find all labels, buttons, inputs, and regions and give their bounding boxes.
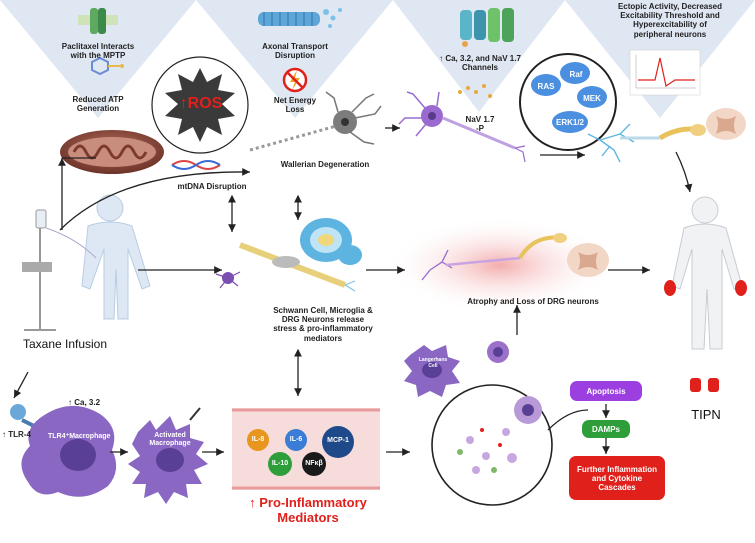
ectopic-line3: Hyperexcitability of xyxy=(633,20,707,30)
panel-1-text-b: Reduced ATP Generation xyxy=(64,95,132,113)
panel-3-text: ↑ Ca, 3.2, and NaV 1.7 Channels xyxy=(425,54,535,72)
pro-inflammatory-label: ↑ Pro-Inflammatory Mediators xyxy=(236,495,380,526)
nav17-line1: NaV 1.7 xyxy=(465,115,495,124)
il10-label: IL-10 xyxy=(271,460,289,467)
mek-node: MEK xyxy=(583,93,601,103)
drg-atrophy-region xyxy=(385,217,615,313)
mptp-label-line2: with the MPTP xyxy=(70,51,126,61)
panel-1-text-a: Paclitaxel Interacts with the MPTP xyxy=(58,42,138,60)
langerhans-cell-icon xyxy=(404,345,460,397)
schwann-cell-icon xyxy=(238,242,356,292)
tlr4-label: ↑ TLR-4 xyxy=(2,430,31,439)
schwann-line3: stress & pro-inflammatory xyxy=(273,324,373,334)
axonal-label-line2: Disruption xyxy=(275,51,315,61)
tipn-label: TIPN xyxy=(691,407,721,422)
iv-stand-icon xyxy=(22,209,97,331)
microtubule-icon xyxy=(258,8,342,28)
nav17-line2: -P xyxy=(476,124,484,134)
spinal-cord-top-icon xyxy=(706,108,746,140)
wallerian-label: Wallerian Degeneration xyxy=(280,160,370,169)
pro-inflam-line1: ↑ Pro-Inflammatory xyxy=(249,495,367,510)
macrophage-label: TLR4⁺Macrophage xyxy=(48,433,111,440)
ion-channel-icon xyxy=(460,8,514,47)
il6-label: IL-6 xyxy=(289,436,303,443)
energy-label-line1: Net Energy xyxy=(273,96,317,105)
atp-label-line2: Generation xyxy=(76,104,120,114)
further-inflammation-box: Further Inflammation and Cytokine Cascad… xyxy=(569,456,665,500)
activated-line2: Macrophage xyxy=(149,440,191,448)
patient-figure xyxy=(81,194,151,320)
tlr4-macrophage-icon xyxy=(21,405,117,497)
energy-label-line2: Loss xyxy=(285,105,305,115)
il8-label: IL-8 xyxy=(251,436,265,443)
langerhans-line1: Langerhans xyxy=(418,357,448,363)
raf-node: Raf xyxy=(569,69,583,79)
satellite-cell-icon xyxy=(300,218,362,265)
activated-macrophage-icon xyxy=(128,407,208,504)
sensory-neuron-icon xyxy=(398,84,526,163)
nav17-label: NaV 1.7 -P xyxy=(455,115,505,133)
schwann-line1: Schwann Cell, Microglia & xyxy=(273,306,373,315)
mptp-icon xyxy=(78,8,118,34)
ca32-label: ↑ Ca, 3.2 xyxy=(68,398,101,407)
no-energy-icon xyxy=(282,67,308,93)
ectopic-line1: Ectopic Activity, Decreased xyxy=(617,2,723,11)
ras-raf-cycle xyxy=(519,53,617,151)
further-line1: Further Inflammation xyxy=(576,464,657,474)
mtdna-label: mtDNA Disruption xyxy=(177,182,247,191)
langerhans-line2: Cell xyxy=(428,362,438,369)
ros-burst-icon xyxy=(151,56,249,154)
further-line2: and Cytokine xyxy=(591,473,643,483)
apoptotic-cell-icon xyxy=(487,341,542,424)
ectopic-line2: Excitability Threshold and xyxy=(620,11,720,21)
atrophy-label: Atrophy and Loss of DRG neurons xyxy=(467,297,599,306)
mitochondrion-icon xyxy=(60,130,164,174)
pro-inflam-line2: Mediators xyxy=(277,509,339,525)
channel-label-line1: ↑ Ca, 3.2, and NaV 1.7 xyxy=(439,54,521,63)
activated-label: Activated Macrophage xyxy=(140,432,200,448)
microglia-icon xyxy=(215,271,241,289)
peripheral-neuron-icon xyxy=(587,123,706,163)
nfkb-label: NFκβ xyxy=(305,460,323,467)
schwann-line4: mediators xyxy=(303,333,343,343)
taxane-label: Taxane Infusion xyxy=(22,337,108,351)
activated-line1: Activated xyxy=(154,432,186,439)
tipn-figure xyxy=(664,196,747,392)
schwann-line2: DRG Neurons release xyxy=(281,315,365,325)
further-line3: Cascades xyxy=(598,482,636,492)
erk-node: ERK1/2 xyxy=(555,117,584,127)
degenerating-neuron-icon xyxy=(249,91,382,152)
blood-vessel xyxy=(232,408,380,490)
mptp-label-line1: Paclitaxel Interacts xyxy=(61,42,135,51)
paclitaxel-molecule-icon xyxy=(91,56,124,76)
dna-icon xyxy=(171,160,221,170)
langerhans-label: Langerhans Cell xyxy=(418,357,448,370)
panel-4-text: Ectopic Activity, Decreased Excitability… xyxy=(600,2,740,39)
ectopic-line4: peripheral neurons xyxy=(633,29,707,39)
axonal-label-line1: Axonal Transport xyxy=(262,42,328,51)
panel-2-text-a: Axonal Transport Disruption xyxy=(255,42,335,60)
ras-node: RAS xyxy=(537,81,555,91)
flow-arrows xyxy=(13,124,693,456)
damps-box: DAMPs xyxy=(582,420,630,438)
action-potential-graph xyxy=(629,49,701,96)
channel-label-line2: Channels xyxy=(461,63,498,73)
atp-label-line1: Reduced ATP xyxy=(72,95,124,104)
mcp1-label: MCP-1 xyxy=(327,437,349,444)
apoptosis-box: Apoptosis xyxy=(570,381,642,401)
panel-2-text-b: Net Energy Loss xyxy=(270,96,320,114)
ros-label: ↑ROS xyxy=(179,95,223,112)
schwann-text: Schwann Cell, Microglia & DRG Neurons re… xyxy=(268,306,378,343)
